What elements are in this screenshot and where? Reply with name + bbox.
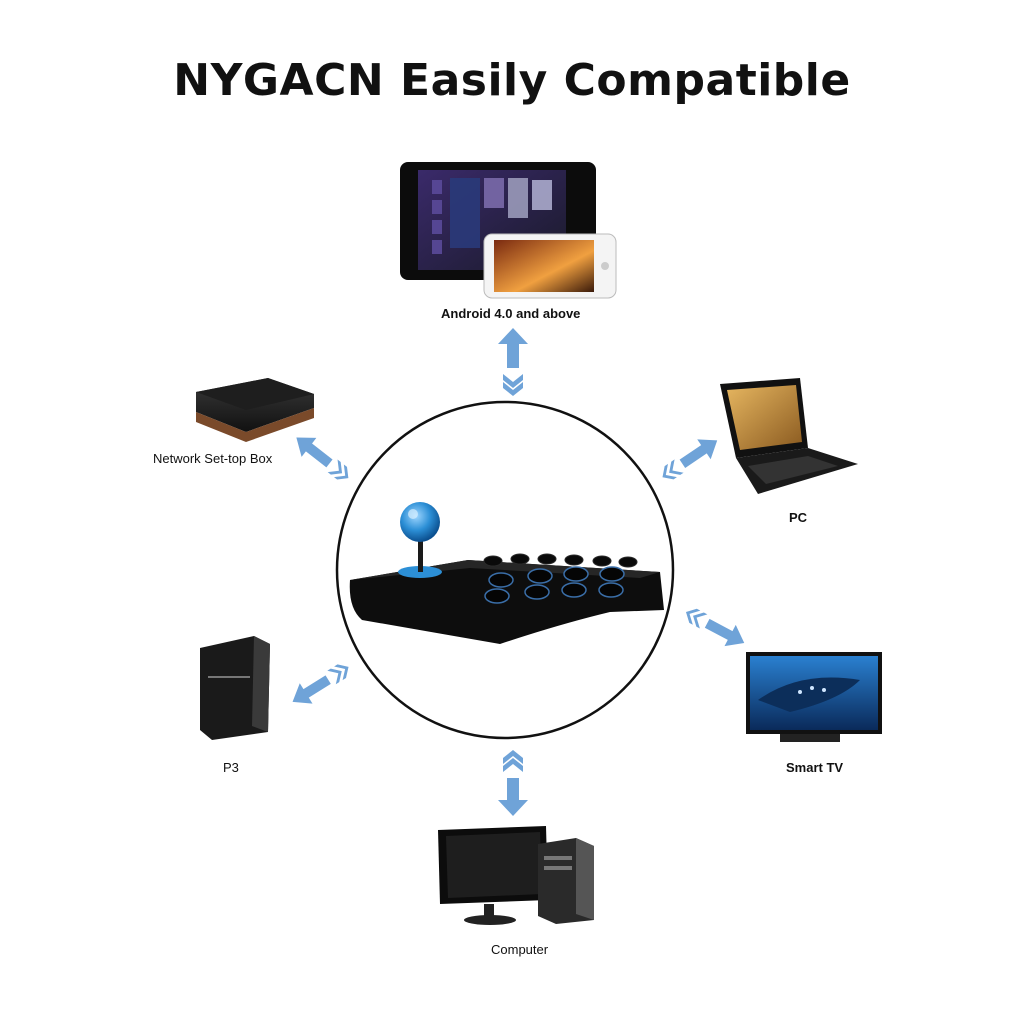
desktop-computer-icon [438, 826, 594, 925]
laptop-icon [720, 378, 858, 494]
label-smart-tv: Smart TV [786, 760, 844, 775]
android-devices-icon [400, 162, 617, 299]
label-computer: Computer [491, 942, 549, 957]
page-title: NYGACN Easily Compatible [173, 55, 851, 106]
arrow-p3 [292, 664, 349, 704]
settop-box-icon [196, 378, 314, 442]
arrow-android [498, 328, 528, 396]
smart-tv-icon [746, 652, 882, 742]
arrow-settop [296, 437, 349, 480]
p3-console-icon [200, 636, 270, 740]
arrow-pc [662, 439, 718, 480]
label-p3: P3 [223, 760, 239, 775]
label-android: Android 4.0 and above [441, 306, 581, 321]
arrow-computer [498, 750, 528, 816]
arcade-stick-icon [349, 502, 664, 644]
label-pc: PC [789, 510, 808, 525]
label-settop-box: Network Set-top Box [153, 451, 273, 466]
arrow-smarttv [685, 608, 745, 647]
